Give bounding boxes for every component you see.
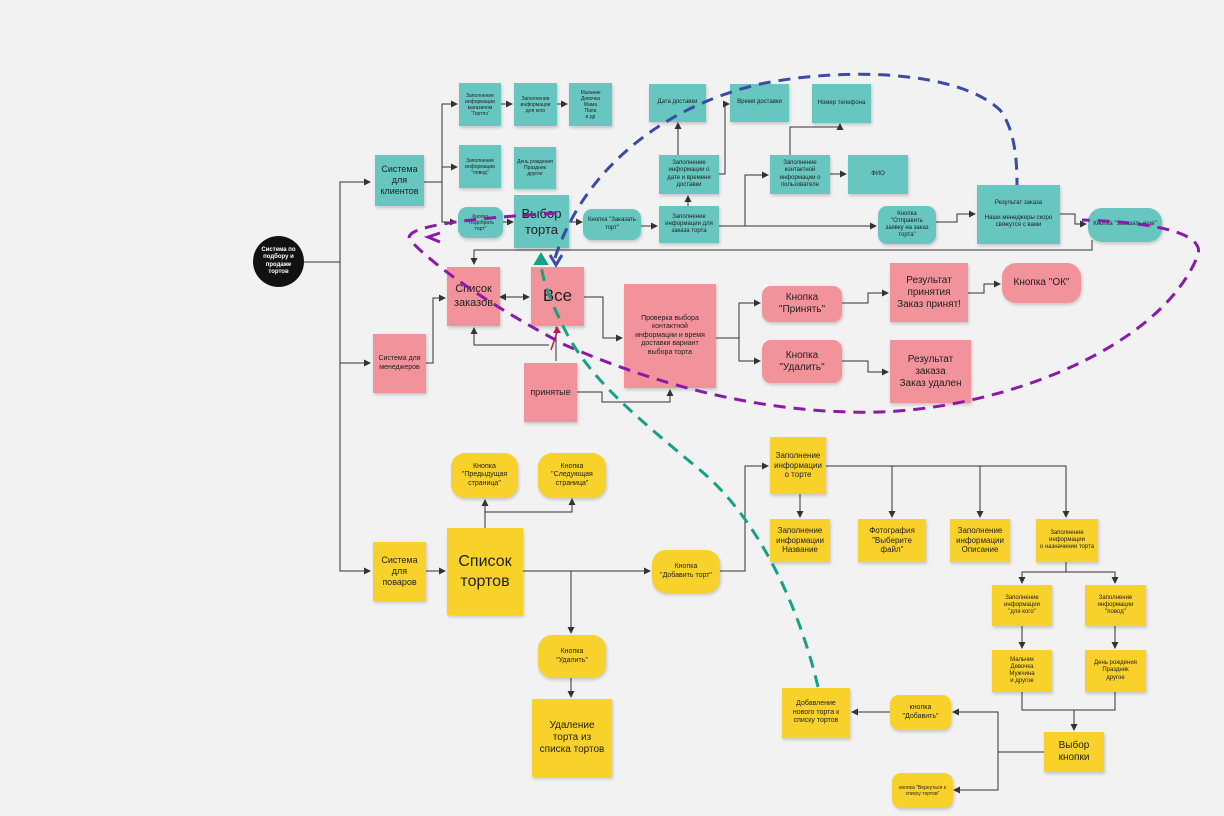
connector: [719, 100, 730, 175]
choose-button-node: Выбор кнопки: [1044, 732, 1104, 772]
cook-for-whom-node: Заполнение информации "для кого": [992, 585, 1052, 626]
contact-info-node: Заполнение контактной информации о польз…: [770, 155, 830, 194]
accept-result-node: Результат принятия Заказ принят!: [890, 263, 968, 322]
shop-info-node: Заполнение информации магазином 'Тортлэ': [459, 83, 501, 126]
date-time-info-node: Заполнение информации о дате и времени д…: [659, 155, 719, 194]
fio-node: ФИО: [848, 155, 908, 194]
connector: [952, 708, 1044, 753]
cook-occasion-node: Заполнение информации "повод": [1085, 585, 1146, 626]
delete-order-button-node: Кнопка "Удалить": [762, 340, 842, 383]
cooks-system-node: Система для поваров: [373, 542, 426, 601]
cakes-list-node: Список тортов: [447, 528, 523, 615]
cake-info-node: Заполнение информации о торте: [770, 437, 826, 494]
connector: [1018, 562, 1067, 584]
connector: [470, 327, 549, 346]
order-cake-button-node: Кнопка "Заказать торт": [583, 209, 641, 240]
connector: [577, 389, 674, 403]
clients-system-node: Система для клиентов: [375, 155, 424, 206]
connector: [953, 752, 999, 794]
cake-added-node: Добавление нового торта к списку тортов: [782, 688, 850, 738]
check-info-node: Проверка выбора контактной информации и …: [624, 284, 716, 388]
delete-cake-button-node: Кнопка "Удалить": [538, 635, 606, 678]
delete-result-node: Результат заказа Заказ удален: [890, 340, 971, 403]
prev-page-button-node: Кнопка "Предыдущая страница": [451, 453, 518, 498]
order-result-node: Результат заказа Наши менеджеры скоро св…: [977, 185, 1060, 244]
holidays-node: День рождения Праздник другое: [514, 147, 556, 189]
ok-button-node: Кнопка "ОК": [1002, 263, 1081, 303]
connector: [968, 280, 1001, 294]
for-whom-node: Заполнение информации для кого: [514, 83, 557, 126]
connector: [936, 210, 976, 223]
accept-button-node: Кнопка "Принять": [762, 286, 842, 322]
connector: [339, 262, 371, 367]
cook-holidays-node: День рождения Праздник другое: [1085, 650, 1146, 692]
root-node: Система по подбору и продаже тортов: [253, 236, 304, 287]
connector: [738, 338, 761, 365]
add-cake-button-node: Кнопка "Добавить торт": [652, 550, 720, 593]
pick-cake-button-node: Кнопка "Подобрать торт": [458, 207, 503, 238]
connector: [426, 294, 446, 364]
connector: [1060, 213, 1087, 228]
cook-family-node: Мальчик Девочка Мужчина и другое: [992, 650, 1052, 692]
connector: [719, 171, 769, 227]
connector: [826, 465, 1070, 518]
managers-system-node: Система для менеджеров: [373, 334, 426, 393]
purpose-info-node: Заполнение информации о назначении торта: [1036, 519, 1098, 562]
connector: [424, 100, 458, 183]
add-button-node: кнопка "Добавить": [890, 695, 951, 730]
connector: [304, 178, 371, 263]
connector: [485, 498, 576, 513]
next-page-button-node: Кнопка "Следующая страница": [538, 453, 606, 498]
connector: [716, 299, 761, 339]
delivery-time-node: Время доставки: [730, 84, 789, 122]
name-info-node: Заполнение информации Название: [770, 519, 830, 562]
accepted-orders-node: принятые: [524, 363, 577, 422]
photo-node: Фотография "Выберите файл": [858, 519, 926, 562]
connector: [339, 262, 371, 575]
delivery-date-node: Дата доставки: [649, 84, 706, 122]
back-to-list-button-node: кнопка "Вернуться к списку тортов": [892, 773, 953, 808]
send-order-button-node: Кнопка "Отправить заявку на заказ торта": [878, 206, 936, 244]
occasion-node: Заполнение информации "повод": [459, 145, 501, 188]
connector: [1066, 571, 1119, 584]
connector: [584, 296, 623, 342]
orders-list-node: Список заказов: [447, 267, 500, 326]
connector: [720, 462, 769, 572]
description-info-node: Заполнение информации Описание: [950, 519, 1010, 562]
all-orders-node: Все: [531, 267, 584, 326]
delete-cake-result-node: Удаление торта из списка тортов: [532, 699, 612, 777]
order-info-node: Заполнение информации для заказа торта: [659, 206, 719, 243]
connector: [789, 123, 844, 155]
connector: [1074, 692, 1116, 711]
family-node: Мальчик Девочка Мама Папа и др: [569, 83, 612, 126]
connector: [842, 360, 889, 376]
phone-node: Номер телефона: [812, 84, 871, 123]
choose-cake-node: Выбор торта: [514, 195, 569, 248]
connector: [441, 182, 457, 226]
reorder-button-node: Кнопка "Заказать еще": [1088, 208, 1162, 242]
connector: [842, 289, 889, 304]
connector: [1021, 692, 1078, 731]
